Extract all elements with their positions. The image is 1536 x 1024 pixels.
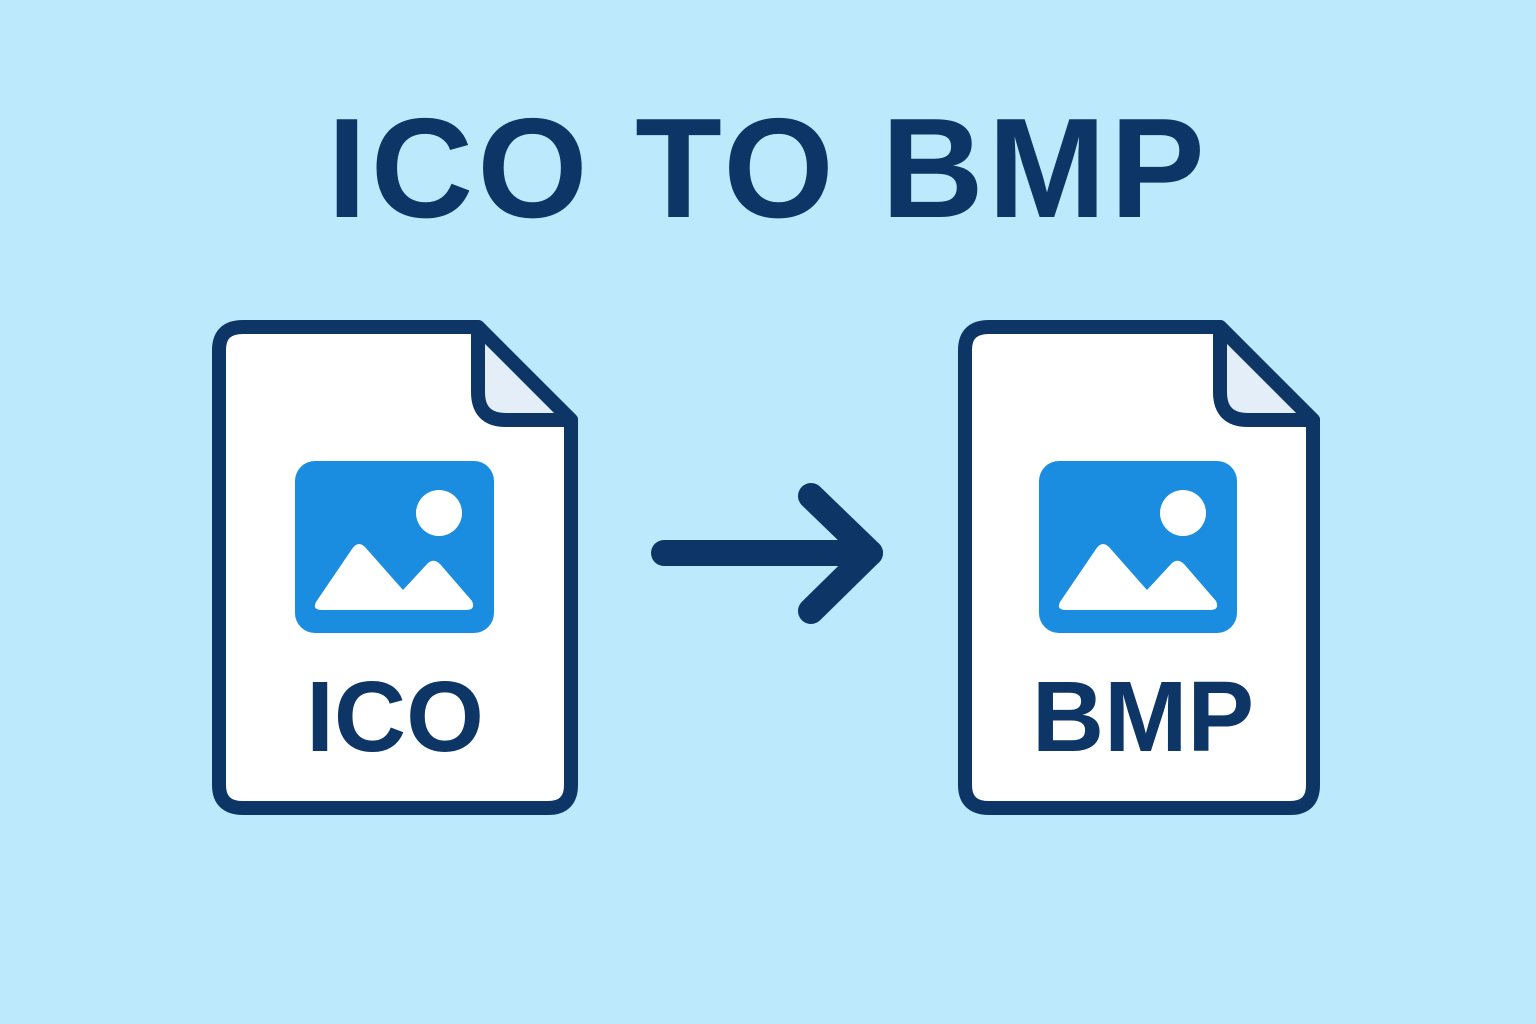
source-format-label: ICO <box>306 661 484 773</box>
page-title: ICO TO BMP <box>327 89 1209 248</box>
source-file-icon: ICO <box>212 320 578 815</box>
arrow-right-icon <box>651 483 883 624</box>
image-icon <box>295 461 494 633</box>
target-format-label: BMP <box>1032 661 1254 773</box>
target-file-icon: BMP <box>958 320 1320 815</box>
image-icon <box>1039 461 1237 633</box>
